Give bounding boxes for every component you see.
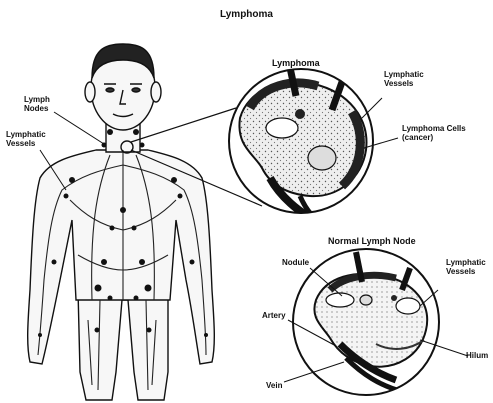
label-vein: Vein xyxy=(266,381,282,390)
label-lymphatic-vessels-lymphoma: Lymphatic Vessels xyxy=(384,70,424,88)
label-nodule: Nodule xyxy=(282,258,309,267)
normal-node-circle xyxy=(284,249,468,395)
human-body-figure xyxy=(28,44,215,400)
label-lymphatic-vessels-body: Lymphatic Vessels xyxy=(6,130,46,148)
normal-panel-title: Normal Lymph Node xyxy=(328,236,416,246)
label-hilum: Hilum xyxy=(466,351,488,360)
lymphoma-node-circle xyxy=(229,58,398,226)
label-lymph-nodes: Lymph Nodes xyxy=(24,95,50,113)
label-lymphoma-cells: Lymphoma Cells (cancer) xyxy=(402,124,466,142)
label-lymphatic-vessels-normal: Lymphatic Vessels xyxy=(446,258,486,276)
label-artery: Artery xyxy=(262,311,286,320)
page-title: Lymphoma xyxy=(220,9,273,20)
lymphoma-panel-title: Lymphoma xyxy=(272,58,320,68)
